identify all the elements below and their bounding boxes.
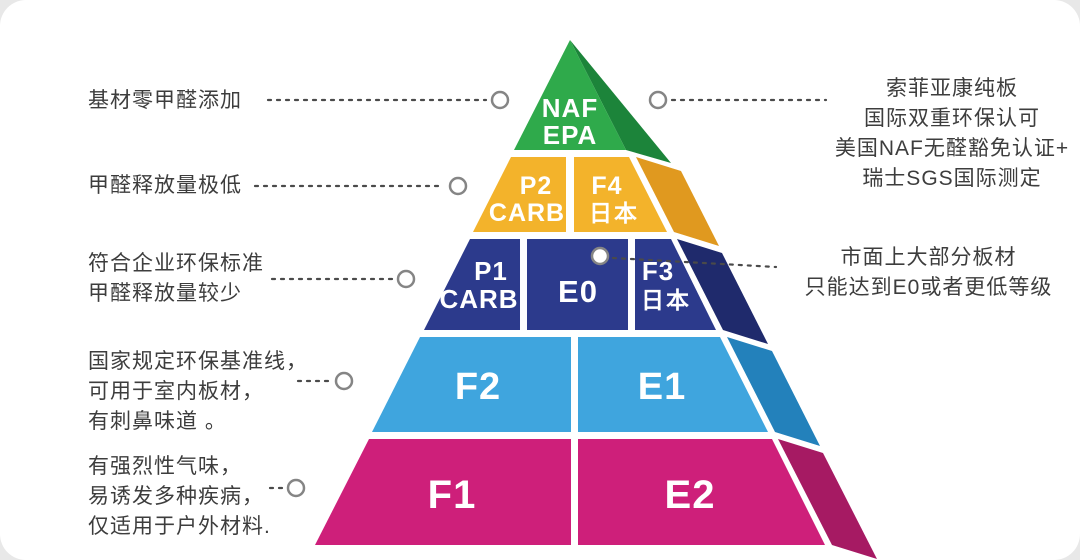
label-epa: EPA	[543, 120, 598, 150]
tier-p1-side-face	[677, 239, 768, 344]
leader-dot-cert	[648, 90, 668, 110]
label-e2: E2	[665, 473, 716, 517]
annotation-naf-left: 基材零甲醛添加	[88, 89, 242, 112]
cell-f4	[574, 157, 667, 232]
cell-f2	[372, 337, 571, 432]
label-naf: NAF	[542, 93, 598, 123]
annotation-p1-left: 符合企业环保标准 甲醛释放量较少	[88, 252, 264, 305]
tier-f2-side-face	[727, 337, 820, 446]
label-f2: F2	[455, 366, 501, 408]
label-f4: F4	[591, 172, 622, 200]
label-p2: P2	[520, 172, 553, 200]
label-p1: P1	[474, 256, 508, 286]
cell-p1	[424, 239, 520, 330]
leader-line-market	[611, 256, 778, 269]
cell-p2	[473, 157, 566, 232]
cell-e2	[578, 439, 825, 545]
annotation-f2-left: 国家规定环保基准线， 可用于室内板材， 有刺鼻味道 。	[88, 350, 308, 433]
label-e1: E1	[638, 366, 686, 408]
tier-f1-side-face	[778, 439, 877, 559]
cell-e1	[578, 337, 768, 432]
leader-dot-market	[590, 246, 610, 266]
leader-dot-f1	[286, 478, 306, 498]
leader-dot-f2	[334, 371, 354, 391]
label-p1-carb: CARB	[439, 284, 518, 314]
tier-naf-side-face	[570, 40, 671, 163]
leader-dot-p1	[396, 269, 416, 289]
annotation-f1-left: 有强烈性气味， 易诱发多种疾病， 仅适用于户外材料.	[88, 455, 271, 538]
annotation-cert-right: 索菲亚康纯板 国际双重环保认可 美国NAF无醛豁免认证+ 瑞士SGS国际测定	[834, 77, 1070, 190]
annotation-p2-left: 甲醛释放量极低	[88, 174, 242, 197]
annotation-market-right: 市面上大部分板材 只能达到E0或者更低等级	[804, 246, 1053, 299]
label-e0: E0	[558, 274, 598, 309]
cell-f1	[315, 439, 571, 545]
tier-p2-side-face	[636, 157, 719, 246]
leader-dot-p2	[448, 176, 468, 196]
cell-naf	[514, 40, 626, 150]
label-f1: F1	[428, 473, 477, 517]
cell-f3	[635, 239, 716, 330]
label-f3-japan: 日本	[641, 287, 691, 313]
label-f4-japan: 日本	[589, 200, 639, 226]
label-p2-carb: CARB	[489, 199, 565, 227]
leader-dot-naf	[490, 90, 510, 110]
